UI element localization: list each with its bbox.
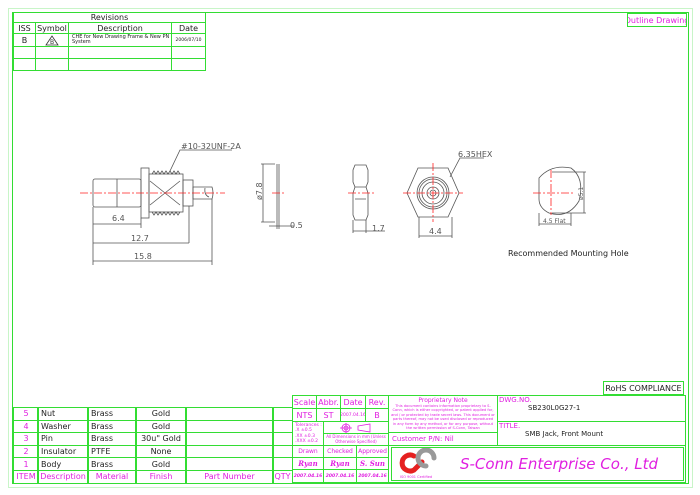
bom-material: Brass: [87, 407, 137, 421]
bom-description: Pin: [37, 432, 89, 446]
drawn-date: 2007.04.16: [292, 469, 324, 483]
abbr-value: ST: [316, 408, 341, 422]
abbr-label: Abbr.: [316, 395, 341, 409]
mounting-hole: [538, 166, 582, 215]
bom-header-material: Material: [87, 470, 137, 484]
bom-empty-cell: [185, 432, 274, 446]
customer-pn: Customer P/N: Nil: [388, 432, 498, 446]
tolerance-xxx: .XXX ±0.2: [295, 439, 319, 444]
bom-description: Insulator: [37, 444, 89, 459]
rev-value: B: [365, 408, 389, 422]
tolerance-header: Tolerances :: [295, 422, 322, 428]
rev-empty: [171, 58, 206, 71]
bom-finish: Gold: [135, 457, 187, 471]
bom-header-description: Description: [37, 470, 89, 484]
dim-12-7: 12.7: [131, 234, 149, 243]
bom-empty-cell: [272, 444, 293, 459]
dim-flat: 4.5 Flat: [543, 218, 566, 225]
bom-empty-cell: [272, 407, 293, 421]
proprietary-title: Proprietary Note: [418, 397, 468, 404]
dwg-no-label: DWG.NO.: [499, 396, 532, 404]
bom-empty-cell: [272, 432, 293, 446]
bom-description: Body: [37, 457, 89, 471]
tolerance-x: .X ±0.5: [295, 428, 312, 433]
bom-description: Washer: [37, 419, 89, 434]
scale-label: Scale: [292, 395, 317, 409]
dim-4-4: 4.4: [429, 227, 442, 236]
svg-text:B: B: [50, 39, 54, 46]
thread-label: #10-32UNF-2A: [181, 142, 241, 151]
outline-drawing-label: Outline Drawing: [627, 13, 687, 27]
title-cell: TITLE. SMB Jack, Front Mount: [497, 421, 686, 446]
company-banner: ISO 9001 Certified S-Conn Enterprise Co.…: [391, 447, 684, 481]
date-value: 2007.04.16: [340, 408, 366, 422]
bom-header-finish: Finish: [135, 470, 187, 484]
bom-finish: Gold: [135, 419, 187, 434]
proprietary-text: This document contains information propr…: [391, 404, 495, 431]
bom-finish: Gold: [135, 407, 187, 421]
approved-date: 2007.04.16: [356, 469, 389, 483]
rohs-label: RoHS COMPLIANCE: [603, 381, 684, 395]
pin-tail: [192, 186, 214, 200]
date-label: Date: [340, 395, 366, 409]
dwg-no-cell: DWG.NO. SB230L0G27-1: [497, 395, 686, 422]
tolerance-xx: .XX ±0.3: [295, 433, 315, 439]
bom-material: PTFE: [87, 444, 137, 459]
rev-label: Rev.: [365, 395, 389, 409]
bom-empty-cell: [185, 419, 274, 434]
bom-item-number: 4: [13, 419, 39, 434]
dim-dia-7-8: ø7.8: [255, 182, 264, 200]
bom-material: Brass: [87, 432, 137, 446]
iso-label: ISO 9001 Certified: [400, 475, 433, 479]
dim-6-4: 6.4: [112, 214, 125, 223]
dim-15-8: 15.8: [134, 252, 152, 261]
hex-label: 6.35HEX: [458, 150, 493, 159]
bom-finish: None: [135, 444, 187, 459]
bom-description: Nut: [37, 407, 89, 421]
outer-frame: [8, 8, 693, 488]
bom-material: Brass: [87, 419, 137, 434]
bom-item-number: 1: [13, 457, 39, 471]
bom-empty-cell: [272, 419, 293, 434]
bom-empty-cell: [185, 444, 274, 459]
thread-leader: [169, 149, 232, 172]
bom-header-item: ITEM: [13, 470, 39, 484]
bom-item-number: 5: [13, 407, 39, 421]
scale-value: NTS: [292, 408, 317, 422]
bom-empty-cell: [185, 407, 274, 421]
title-label: TITLE.: [499, 422, 521, 430]
company-logo: [399, 448, 437, 474]
mounting-hole-label: Recommended Mounting Hole: [508, 249, 629, 258]
dwg-no: SB230L0G27-1: [528, 404, 581, 412]
bom-item-number: 2: [13, 444, 39, 459]
bom-header-part-number: Part Number: [185, 470, 274, 484]
tolerances: Tolerances : .X ±0.5 .XX ±0.3 .XXX ±0.2: [292, 421, 324, 446]
proprietary-note: Proprietary Note This document contains …: [388, 395, 498, 433]
bom-material: Brass: [87, 457, 137, 471]
bom-empty-cell: [272, 457, 293, 471]
center-lines: [80, 163, 575, 222]
company-cell: [388, 445, 686, 483]
drawing-title: SMB Jack, Front Mount: [525, 430, 604, 438]
dim-1-7: 1.7: [372, 224, 385, 233]
bom-finish: 30u" Gold: [135, 432, 187, 446]
dim-dia-5-1: ø5.1: [578, 187, 585, 200]
checked-date: 2007.04.16: [323, 469, 357, 483]
bom-item-number: 3: [13, 432, 39, 446]
company-name: S-Conn Enterprise Co., Ltd: [460, 455, 659, 473]
bom-header-qty: QTY: [272, 470, 293, 484]
nut-side: [352, 164, 369, 221]
bom-empty-cell: [185, 457, 274, 471]
inner-frame: [12, 12, 689, 484]
dim-0-5: 0.5: [290, 221, 303, 230]
